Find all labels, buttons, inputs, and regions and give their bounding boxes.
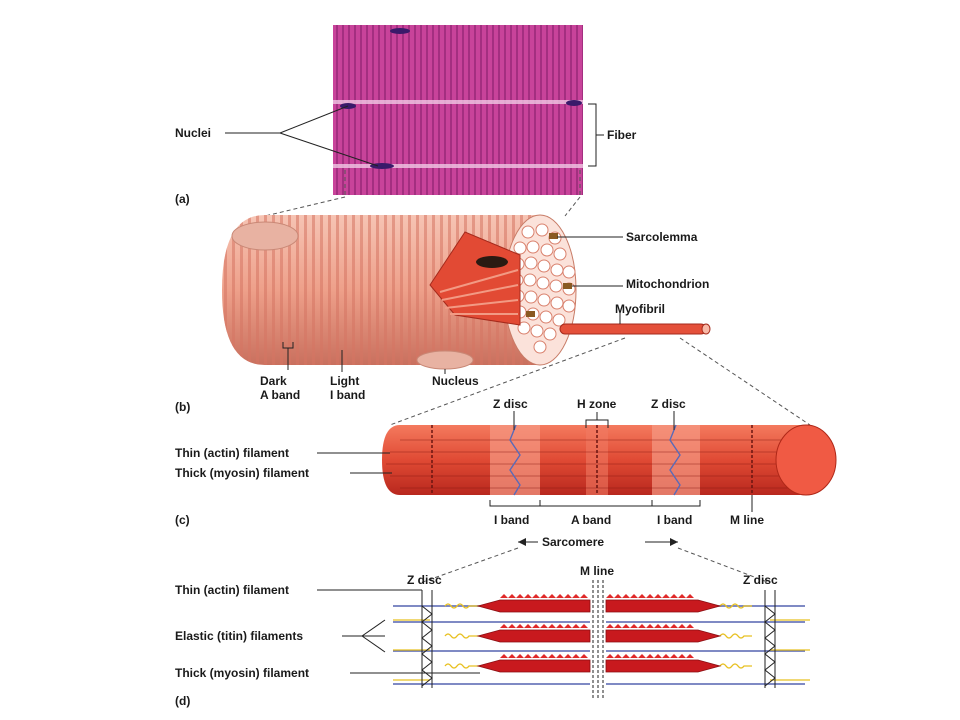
elastic-filaments-label: Elastic (titin) filaments <box>175 629 303 643</box>
panel-d-tag: (d) <box>175 694 190 708</box>
m-line-label-d: M line <box>580 564 614 578</box>
thick-filament-label: Thick (myosin) filament <box>175 466 309 480</box>
nucleus-label: Nucleus <box>432 374 479 388</box>
nuclei-label: Nuclei <box>175 126 211 140</box>
zoom-line <box>564 196 581 217</box>
myosin-heads <box>500 594 694 658</box>
thick-filament-label-d: Thick (myosin) filament <box>175 666 309 680</box>
z-disc-right-label-d: Z disc <box>743 573 778 587</box>
i-band-right-bracket <box>651 500 701 507</box>
myofibril-end <box>701 323 711 335</box>
myofibril-label: Myofibril <box>615 302 665 316</box>
zoom-line <box>679 337 811 426</box>
micrograph <box>333 25 583 195</box>
mitochondrion-shape <box>526 311 535 317</box>
z-disc-right-label: Z disc <box>651 397 686 411</box>
light-zone <box>490 425 540 495</box>
m-line-structure <box>592 580 604 700</box>
thin-filament-rows <box>393 605 805 685</box>
micrograph-boundary-bottom <box>333 164 583 168</box>
sarcomere-arrowhead-right <box>670 538 678 546</box>
elastic-leader <box>361 619 386 637</box>
extended-myofibril <box>559 323 707 335</box>
a-band-bracket <box>539 500 653 507</box>
bottom-nucleus <box>416 350 474 370</box>
i-band-left-bracket <box>489 500 541 507</box>
sarcolemma-label: Sarcolemma <box>626 230 698 244</box>
micrograph-boundary-top <box>333 100 583 104</box>
thin-filament-label-d: Thin (actin) filament <box>175 583 289 597</box>
panel-c: Z disc H zone Z disc Thin (actin) filame… <box>175 397 837 584</box>
panel-a-tag: (a) <box>175 192 190 206</box>
zoom-line <box>419 547 519 584</box>
panel-c-tag: (c) <box>175 513 190 527</box>
panel-b: Sarcolemma Mitochondrion Myofibril Dark … <box>175 214 811 426</box>
i-band-label: I band <box>330 388 365 402</box>
sarcomere-arrowhead-left <box>518 538 526 546</box>
panel-d: Z disc M line Z disc <box>175 564 810 708</box>
sarcoplasmic-reticulum <box>476 256 508 268</box>
h-zone-label: H zone <box>577 397 617 411</box>
titin-coils <box>393 603 810 681</box>
zoom-line <box>264 196 346 217</box>
mitochondrion-shape <box>549 233 558 239</box>
light-label: Light <box>330 374 359 388</box>
fiber-bracket <box>588 103 604 167</box>
elastic-leader <box>361 635 386 653</box>
myofibril-cut-face <box>775 424 837 496</box>
cutaway-myofibrils <box>439 269 519 315</box>
z-disc-left-label-d: Z disc <box>407 573 442 587</box>
z-disc-line <box>509 424 521 496</box>
surface-nucleus <box>231 221 299 251</box>
h-zone-bracket <box>585 412 609 428</box>
nuclei-pointer <box>279 105 349 134</box>
a-band-label: A band <box>260 388 300 402</box>
zoom-line <box>677 547 771 584</box>
nucleus-spot <box>566 100 582 106</box>
panel-a: Nuclei Fiber (a) <box>175 25 637 217</box>
dark-label: Dark <box>260 374 287 388</box>
sarcomere-label: Sarcomere <box>542 535 604 549</box>
nucleus-spot <box>390 28 410 34</box>
a-band-label: A band <box>571 513 611 527</box>
i-band-left-label: I band <box>494 513 529 527</box>
panel-b-tag: (b) <box>175 400 190 414</box>
i-band-right-label: I band <box>657 513 692 527</box>
z-disc-line <box>669 424 681 496</box>
filament-lines <box>386 439 800 489</box>
mitochondrion-label: Mitochondrion <box>626 277 709 291</box>
dark-a-band-bracket <box>282 342 294 370</box>
thin-filament-label: Thin (actin) filament <box>175 446 289 460</box>
mitochondrion-shape <box>563 283 572 289</box>
m-line-label: M line <box>730 513 764 527</box>
thick-filaments <box>476 599 722 673</box>
fiber-label: Fiber <box>607 128 637 142</box>
z-disc-left-label: Z disc <box>493 397 528 411</box>
nuclei-pointer <box>279 132 379 167</box>
nucleus-spot <box>370 163 394 169</box>
